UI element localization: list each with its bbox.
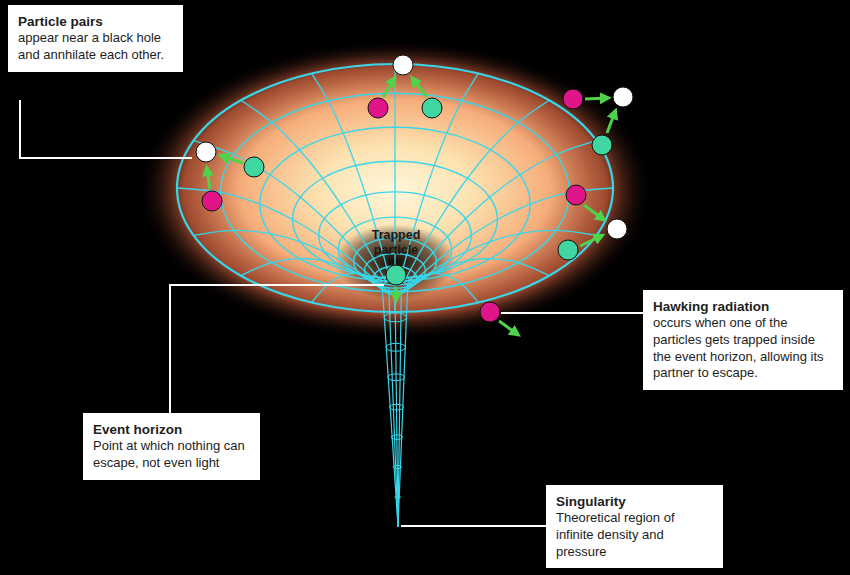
grid-line [389,287,398,527]
particle-arrows [207,79,615,334]
particle-label: Trapped particle [352,228,440,258]
grid-line [382,287,398,527]
arrow [580,236,601,246]
callout-body: appear near a black hole and annhilate e… [18,30,173,63]
callout-heading: Hawking radiation [653,298,833,315]
photon-particle [196,142,216,162]
callout-body: Theoretical region of infinite density a… [556,510,713,560]
grid-line [404,100,549,282]
magenta-particle [368,98,388,118]
arrow [222,156,243,163]
leader-line [401,525,546,527]
arrow [585,98,607,99]
magenta-particle [566,185,586,205]
callout-box: Hawking radiationoccurs when one of the … [643,290,843,390]
callout-box: Event horizonPoint at which nothing can … [83,413,260,480]
magenta-particle [202,191,222,211]
arrow [499,321,517,334]
accretion-glow [137,40,653,340]
grid-ring [177,64,613,312]
leader-line [501,312,643,314]
callout-body: occurs when one of the particles gets tr… [653,315,833,382]
magenta-particle [563,89,583,109]
leader-line [20,100,192,158]
arrow [413,79,427,97]
photon-particle [607,219,627,239]
teal-particle [592,135,612,155]
teal-particle [422,98,442,118]
callout-box: Particle pairsappear near a black hole a… [8,5,183,72]
grid-line [407,230,597,290]
leader-line [170,285,384,413]
leader-lines [20,100,643,526]
arrow [584,205,603,219]
callout-body: Point at which nothing can escape, not e… [93,438,250,471]
grid-line [407,141,597,285]
callout-heading: Event horizon [93,421,250,438]
trapped-particle [386,265,406,285]
grid-line [177,188,382,287]
grid-line [398,287,408,527]
teal-particle [558,240,578,260]
arrow [383,79,394,97]
arrow [207,169,210,189]
callout-box: SingularityTheoretical region of infinit… [546,485,723,568]
callout-heading: Singularity [556,493,713,510]
photon-particle [613,87,633,107]
particles [196,55,633,322]
grid-line [194,230,384,290]
arrow [607,112,615,133]
teal-particle [244,157,264,177]
escaping-particle [480,302,500,322]
photon-particle [393,55,413,75]
arrow [395,287,398,299]
grid-line [395,287,398,527]
callout-heading: Particle pairs [18,13,173,30]
